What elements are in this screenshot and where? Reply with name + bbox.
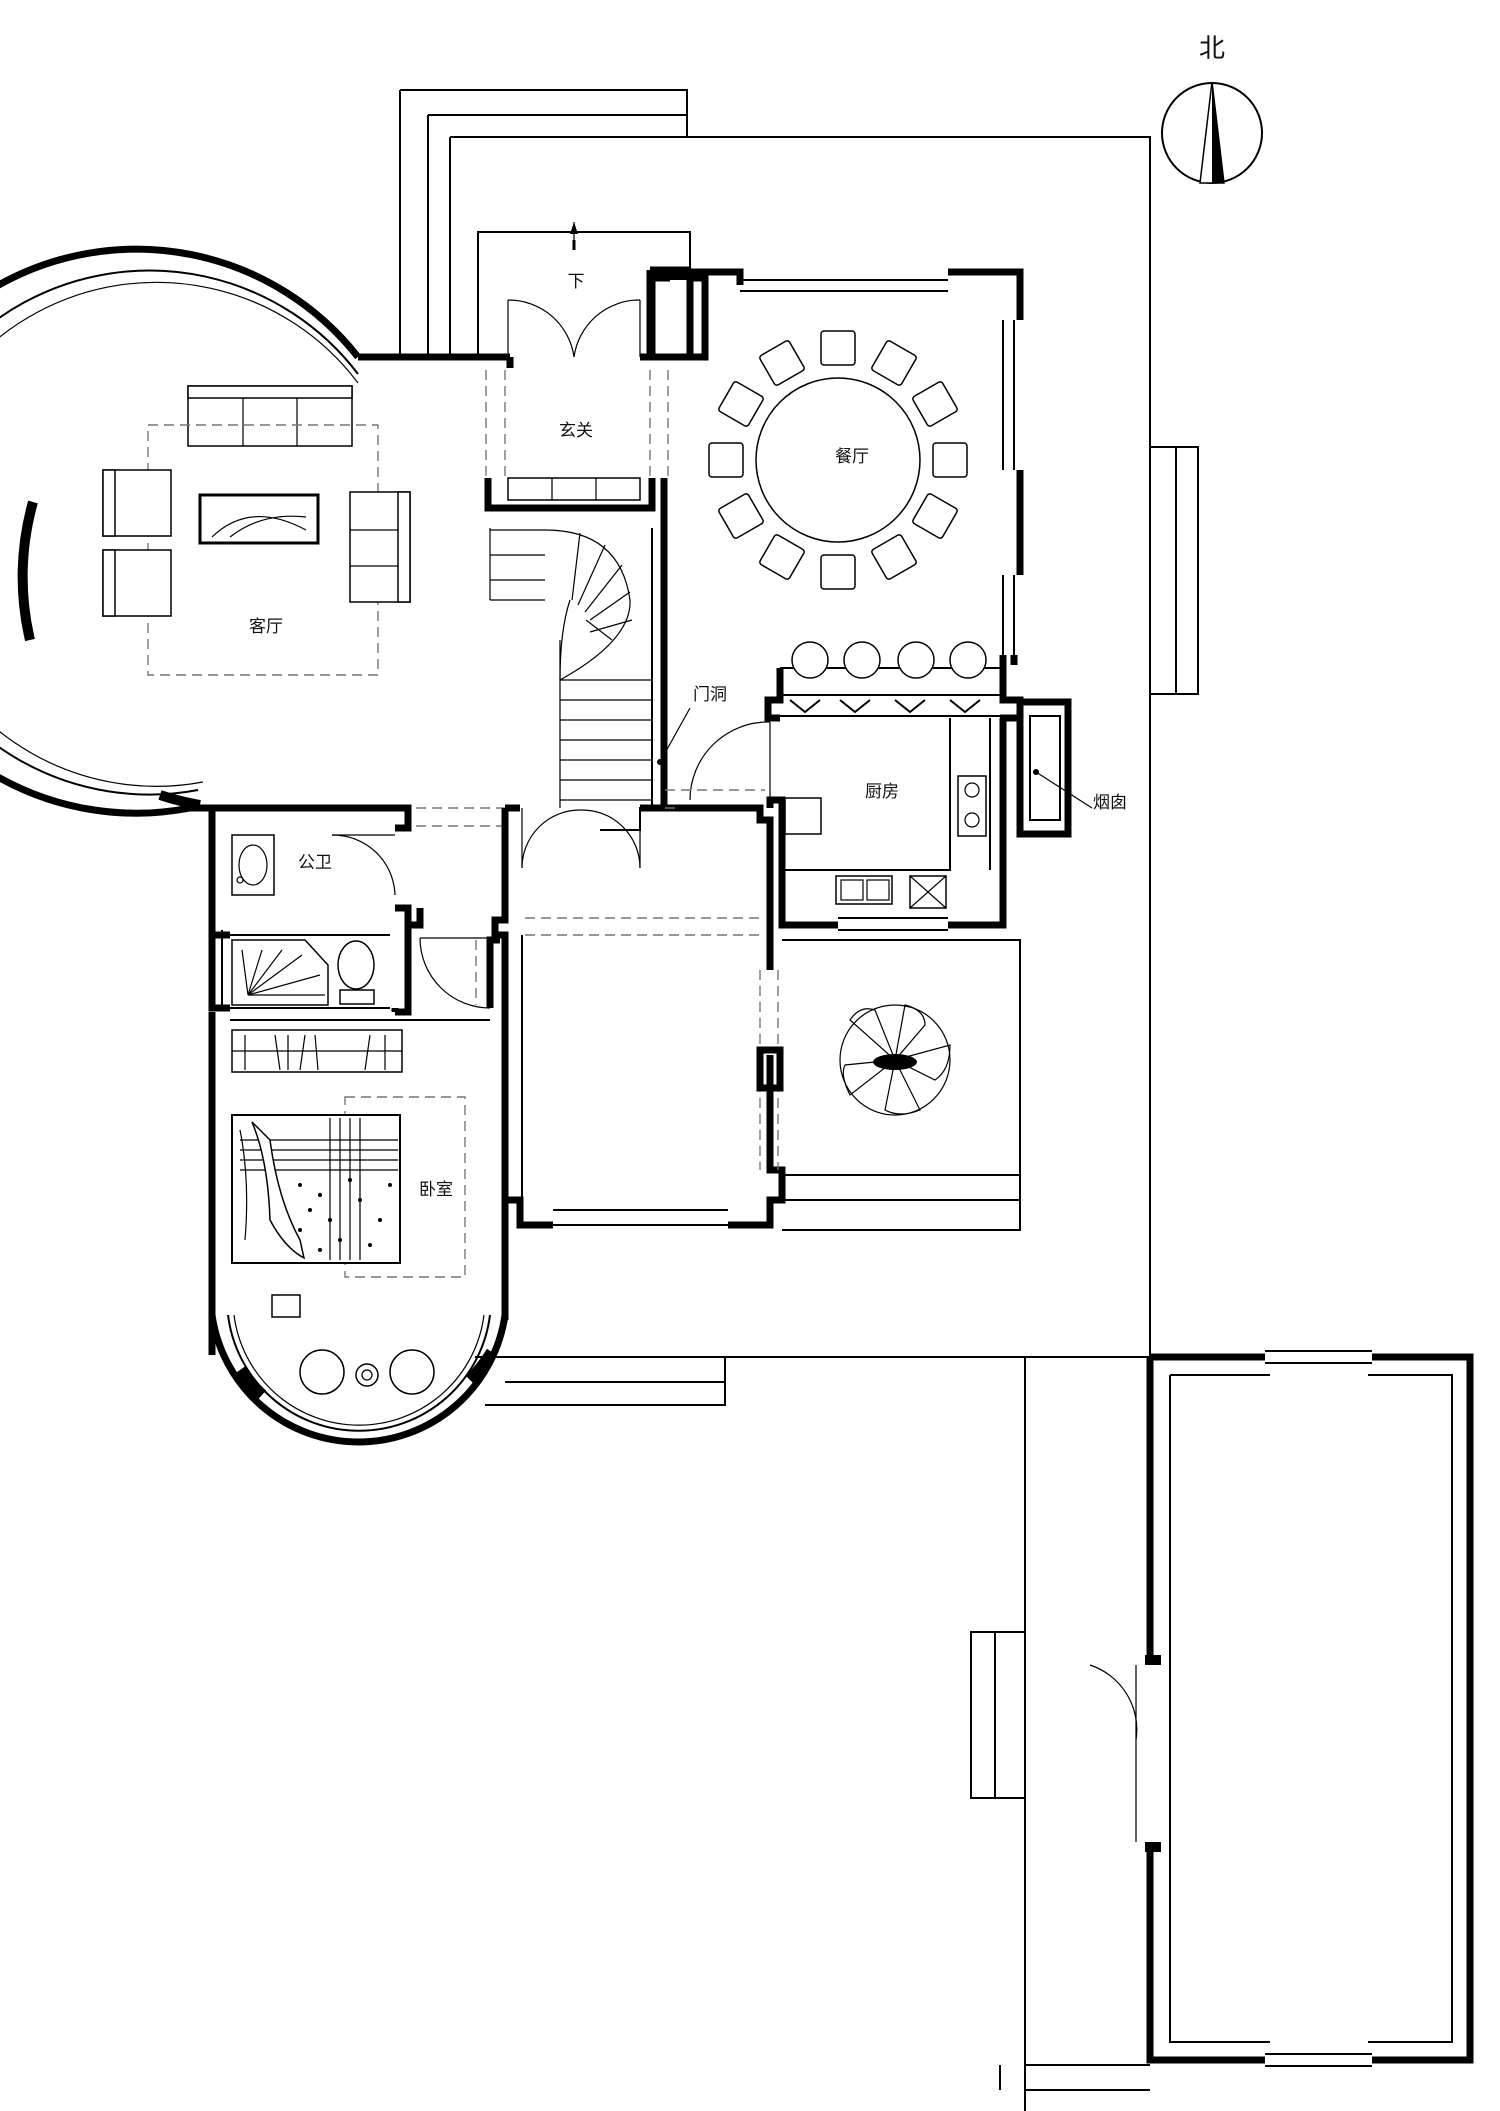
dining-chair [708,442,744,478]
dining-chair [820,330,856,366]
room-labels: 下 玄关 餐厅 客厅 门洞 厨房 烟囱 公卫 卧室 [249,272,1127,1200]
staircase [484,478,668,808]
plant-icon [839,1004,951,1116]
dining-room [646,266,1024,665]
site-outline [399,89,1199,2111]
bedroom [208,908,509,1446]
dining-chair [912,381,958,427]
label-living: 客厅 [249,617,283,637]
foyer [485,222,692,501]
label-doorway: 门洞 [693,685,727,705]
label-chimney: 烟囱 [1093,793,1127,813]
label-bathroom: 公卫 [298,853,332,873]
label-bedroom: 卧室 [419,1180,453,1200]
dining-chair [820,554,856,590]
dining-chair [871,340,917,386]
label-down: 下 [568,272,585,292]
garage [1089,1350,1474,2067]
label-dining: 餐厅 [835,447,869,467]
label-foyer: 玄关 [559,421,593,441]
north-label: 北 [1199,34,1225,64]
dining-chair [759,534,805,580]
dining-chair [759,340,805,386]
dining-chair [932,442,968,478]
sofa-top [187,385,353,447]
kitchen [689,641,1093,931]
dining-chair [912,493,958,539]
dining-chairs [708,330,968,590]
dining-chair [871,534,917,580]
living-room [0,245,510,817]
label-kitchen: 厨房 [865,782,899,802]
dining-chair [718,493,764,539]
bathroom [190,804,491,1016]
dining-chair [718,381,764,427]
central-spaces [400,789,1021,1231]
north-arrow: 北 [1161,34,1263,184]
